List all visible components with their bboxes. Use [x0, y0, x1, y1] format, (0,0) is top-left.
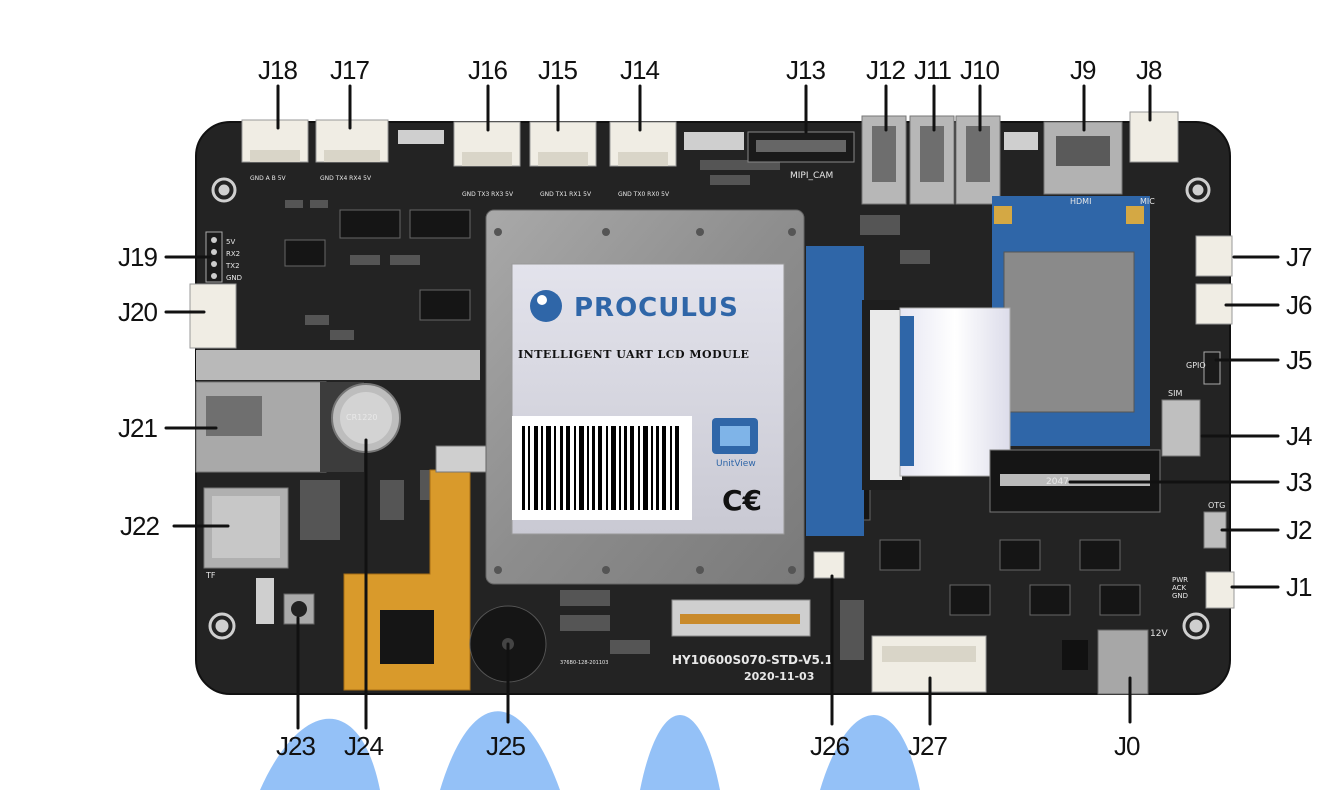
j26-header [813, 551, 845, 579]
j18-header [241, 119, 309, 163]
j9-hdmi-port [1043, 121, 1123, 195]
label-j18: J18 [258, 55, 298, 85]
label-j1: J1 [1286, 572, 1312, 602]
j1-power-header [1205, 571, 1235, 609]
j4-sim-slot [1161, 399, 1201, 457]
label-j27: J27 [908, 731, 948, 761]
silk-hdmi: HDMI [1070, 197, 1091, 206]
j7-header [1195, 235, 1233, 277]
silk-ack: ACK [1172, 584, 1187, 592]
label-j5: J5 [1286, 345, 1312, 375]
j14-header [609, 121, 677, 167]
label-j3: J3 [1286, 467, 1312, 497]
j24-coin-battery [331, 383, 401, 453]
module-brand: PROCULUS [574, 293, 739, 323]
silk-j19-pin: TX2 [225, 262, 240, 270]
silk-j16-pins: GND TX3 RX3 5V [462, 191, 514, 198]
j13-mipi-connector [747, 131, 855, 163]
j22-tf-card-slot [203, 487, 289, 569]
silk-j19-pin: GND [226, 274, 242, 282]
label-j12: J12 [866, 55, 906, 85]
silk-j19-pin: RX2 [226, 250, 240, 258]
label-j15: J15 [538, 55, 578, 85]
j23-push-button [283, 593, 315, 625]
label-j0: J0 [1114, 731, 1140, 761]
j8-mic-header [1129, 111, 1179, 163]
label-j19: J19 [118, 242, 158, 272]
watermark-graphic [260, 711, 920, 790]
module-logo-text: UnitView [716, 459, 756, 469]
leader-lines [164, 84, 1280, 730]
j0-dc-jack [1062, 629, 1149, 695]
mounting-hole [208, 177, 1211, 640]
label-j22: J22 [120, 511, 160, 541]
label-j6: J6 [1286, 290, 1312, 320]
label-j11: J11 [914, 55, 952, 85]
lcd-module-shield: C€ [485, 209, 805, 585]
label-j13: J13 [786, 55, 826, 85]
label-j17: J17 [330, 55, 370, 85]
silk-j18-pins: GND A B 5V [250, 175, 287, 182]
silk-12v: 12V [1150, 629, 1168, 639]
board-date: 2020-11-03 [744, 670, 814, 683]
svg-text:C€: C€ [722, 484, 762, 517]
label-j8: J8 [1136, 55, 1162, 85]
silk-otg: OTG [1208, 501, 1225, 510]
j15-header [529, 121, 597, 167]
silk-gpio: GPIO [1186, 361, 1206, 370]
label-j7: J7 [1286, 242, 1312, 272]
silkscreen: MIPI_CAM HDMI MIC GPIO SIM OTG TF PWR AC… [205, 171, 1225, 683]
module-subtitle: INTELLIGENT UART LCD MODULE [518, 348, 749, 361]
silk-tf: TF [205, 571, 216, 580]
silk-gnd: GND [1172, 592, 1188, 600]
silk-battery-mark: CR1220 [346, 413, 378, 422]
silk-j19-pin: 5V [226, 238, 235, 246]
label-j23: J23 [276, 731, 316, 761]
silk-buzzer-mark: 376B0-128-201103 [560, 660, 608, 666]
touch-flex-cable [343, 445, 501, 691]
j11-usb-port [909, 115, 955, 205]
label-j10: J10 [960, 55, 1000, 85]
label-j21: J21 [118, 413, 158, 443]
silk-sim: SIM [1168, 389, 1182, 398]
silk-chip-mark: 2047 [1046, 477, 1069, 487]
board-model: HY10600S070-STD-V5.1 [672, 653, 833, 667]
j12-usb-port [861, 115, 907, 205]
label-j2: J2 [1286, 515, 1312, 545]
j20-header [189, 283, 237, 349]
lcd-fpc-connector [671, 599, 811, 637]
j5-gpio-header [1203, 351, 1221, 385]
label-j25: J25 [486, 731, 526, 761]
silk-j17-pins: GND TX4 RX4 5V [320, 175, 372, 182]
silk-pwr: PWR [1172, 576, 1188, 584]
label-j20: J20 [118, 297, 158, 327]
silk-j15-pins: GND TX1 RX1 5V [540, 191, 592, 198]
label-j9: J9 [1070, 55, 1096, 85]
j10-usb-port [955, 115, 1001, 205]
label-j26: J26 [810, 731, 850, 761]
j17-header [315, 119, 389, 163]
silk-mipi-cam: MIPI_CAM [790, 171, 833, 181]
label-j4: J4 [1286, 421, 1312, 451]
label-j16: J16 [468, 55, 508, 85]
core-module-board [806, 196, 1150, 536]
label-j14: J14 [620, 55, 660, 85]
silk-j14-pins: GND TX0 RX0 5V [618, 191, 670, 198]
silk-mic: MIC [1140, 197, 1155, 206]
label-j24: J24 [344, 731, 384, 761]
